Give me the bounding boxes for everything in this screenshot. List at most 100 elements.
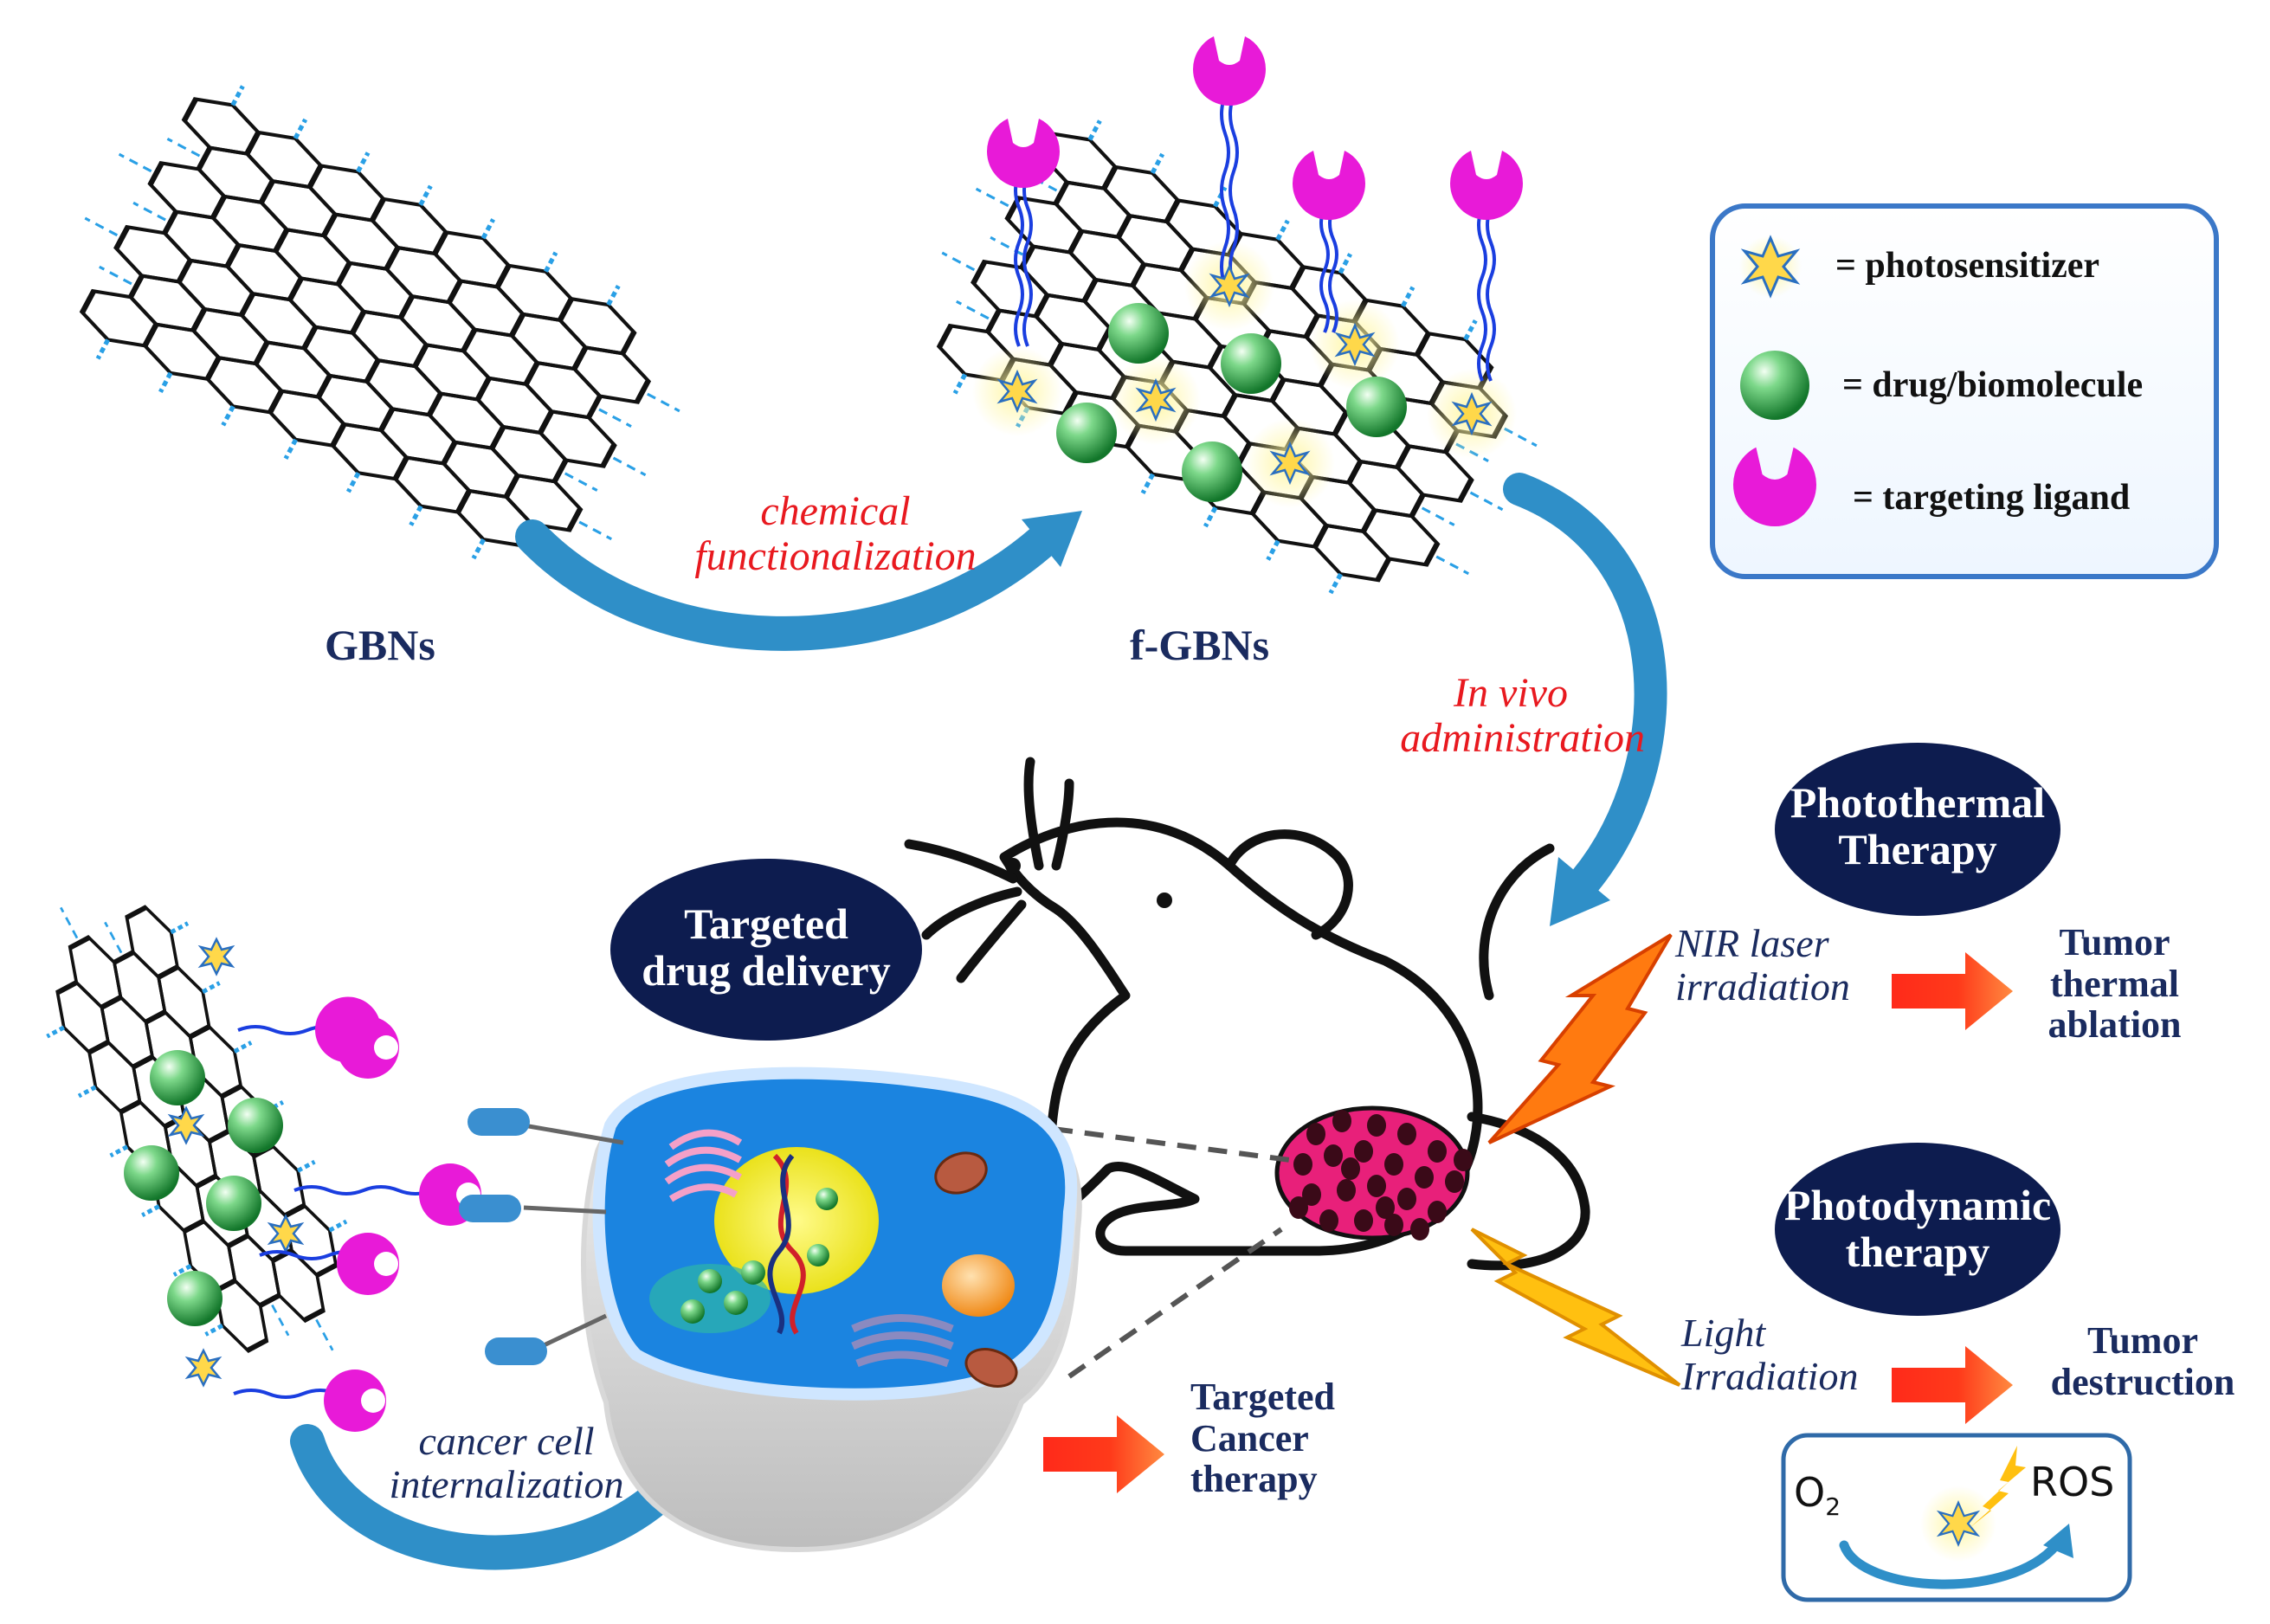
edge-bond-dashed [328, 1219, 348, 1233]
label-tumor-destruction-1: Tumor [2087, 1319, 2198, 1362]
tumor-particle [1428, 1201, 1447, 1223]
tumor-particle [1354, 1209, 1373, 1232]
edge-bond-dashed [1150, 152, 1165, 175]
edge-bond-dashed [99, 265, 132, 286]
ligand-notches [361, 1035, 480, 1413]
label-gbns: GBNs [325, 621, 435, 669]
label-cancer-line2: internalization [389, 1461, 624, 1506]
pill-targeted-line1: Targeted [684, 899, 848, 948]
arrow-in-vivo [1503, 473, 1667, 926]
label-nir-line2: irradiation [1675, 963, 1850, 1009]
arrow-chemical-functionalization [515, 511, 1082, 651]
edge-bond-dashed [166, 137, 201, 158]
label-light-line2: Irradiation [1681, 1353, 1859, 1398]
tumor-particle [1306, 1123, 1325, 1145]
hex-ring [330, 422, 410, 481]
label-light-irradiation: Light Irradiation [1681, 1311, 1858, 1397]
pill-pdt-line2: therapy [1845, 1228, 1990, 1276]
label-targeted-cancer-3: therapy [1190, 1458, 1318, 1501]
pill-ptt-line2: Therapy [1838, 825, 1997, 873]
label-o2: O2 [1794, 1469, 1841, 1522]
label-targeted-cancer-2: Cancer [1190, 1416, 1309, 1460]
edge-bond-dashed [544, 251, 558, 273]
graphene-sheet-gbns [79, 85, 680, 560]
tumor-particle [1341, 1157, 1360, 1180]
edge-bond-dashed [46, 1025, 65, 1039]
edge-bond-dashed [60, 906, 79, 939]
edge-bond-dashed [158, 371, 173, 394]
tumor-particle [1354, 1140, 1373, 1163]
edge-bond-dashed [221, 405, 235, 427]
edge-bond-dashed [1401, 286, 1416, 307]
tumor-particle [1445, 1170, 1464, 1193]
label-tumor-thermal-2: thermal [2049, 962, 2180, 1005]
edge-bond-dashed [1087, 119, 1102, 141]
edge-bond-dashed [1469, 491, 1504, 512]
targeting-ligands-vertical [315, 996, 481, 1432]
tumor-particle [1428, 1140, 1447, 1163]
tumor-particle [1337, 1179, 1356, 1202]
edge-bond-dashed [283, 438, 298, 460]
label-photothermal: Photothermal Therapy [1775, 779, 2060, 873]
edge-bond-dashed [1140, 473, 1155, 494]
label-ros: ROS [2030, 1459, 2115, 1505]
hex-ring [142, 322, 222, 382]
photosensitizer-stars-fgbns [996, 263, 1493, 486]
edge-bond-dashed [1266, 539, 1280, 561]
light-irradiation-bolt [1470, 1228, 1681, 1387]
label-chemical-line2: functionalization [694, 532, 977, 579]
red-arrow-thermal [1892, 952, 2013, 1030]
red-arrow-cancer-therapy [1043, 1415, 1164, 1493]
label-tumor-destruction: Tumor destruction [2030, 1320, 2255, 1402]
label-targeted-cancer-therapy: Targeted Cancer therapy [1190, 1376, 1335, 1500]
tumor-particle [1293, 1153, 1312, 1176]
label-chemical-line1: chemical [760, 488, 911, 534]
drug-spheres-vertical [124, 1050, 283, 1326]
hex-ring [204, 355, 285, 415]
tumor-particle [1332, 1110, 1351, 1132]
legend-box [1710, 203, 2219, 579]
receptor-capsules [459, 1108, 547, 1365]
label-targeted-cancer-1: Targeted [1190, 1376, 1336, 1418]
edge-bond-dashed [141, 1204, 160, 1218]
edge-bond-dashed [952, 373, 967, 395]
label-tumor-destruction-2: destruction [2050, 1360, 2235, 1403]
edge-bond-dashed [409, 505, 423, 526]
targeting-ligands-top [986, 36, 1523, 220]
edge-bond-dashed [564, 472, 598, 492]
label-o2-main: O [1794, 1469, 1826, 1516]
tumor-particle [1397, 1123, 1416, 1145]
tumor-particle [1319, 1209, 1338, 1232]
label-nir-line1: NIR laser [1675, 921, 1829, 965]
ligand-linkers [1014, 94, 1496, 382]
edge-bond-dashed [1338, 253, 1352, 274]
label-chemical: chemical functionalization [654, 489, 1017, 579]
edge-bond-dashed [941, 251, 976, 272]
pill-pdt-line1: Photodynamic [1783, 1181, 2052, 1229]
pill-targeted-line2: drug delivery [642, 946, 891, 995]
edge-bond-dashed [104, 921, 123, 954]
nir-laser-bolt [1487, 933, 1673, 1144]
edge-bond-dashed [975, 187, 1009, 208]
edge-bond-dashed [1435, 555, 1469, 576]
label-light-line1: Light [1681, 1311, 1766, 1355]
edge-bond-dashed [1421, 506, 1455, 526]
edge-bond-dashed [172, 1264, 192, 1277]
pill-photodynamic-therapy [1775, 1143, 2060, 1316]
tumor-particle [1397, 1188, 1416, 1210]
edge-bond-dashed [77, 1085, 97, 1099]
edge-bond-dashed [598, 408, 632, 428]
label-o2-sub: 2 [1825, 1492, 1841, 1522]
label-tumor-thermal-3: ablation [2048, 1003, 2182, 1047]
label-photodynamic: Photodynamic therapy [1775, 1182, 2060, 1275]
pill-photothermal-therapy [1775, 743, 2060, 916]
edge-bond-dashed [647, 392, 680, 413]
label-in-vivo-line1: In vivo [1454, 670, 1568, 716]
label-targeted-drug-delivery: Targeted drug delivery [615, 900, 918, 994]
edge-bond-dashed [345, 472, 361, 493]
red-arrow-destruction [1892, 1346, 2013, 1424]
tumor-nanoparticles [1289, 1110, 1473, 1241]
tumor-particle [1454, 1149, 1473, 1171]
edge-bond-dashed [956, 300, 990, 320]
drug-spheres-fgbns [1056, 303, 1407, 502]
